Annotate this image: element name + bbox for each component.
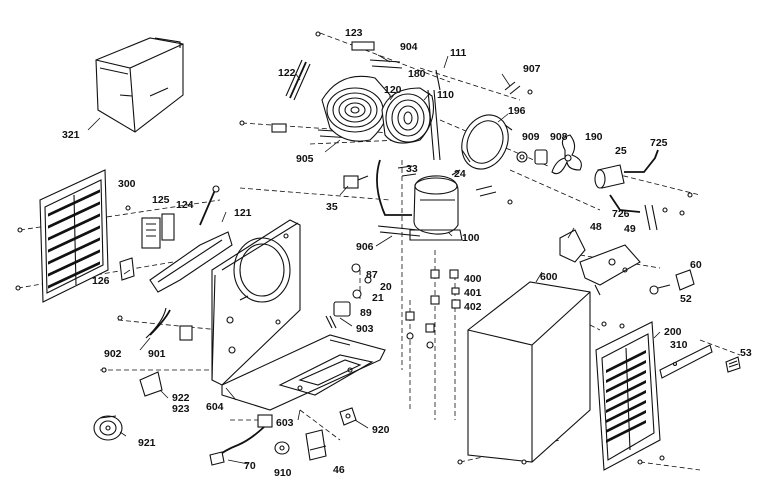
label-52: 52 [680,293,692,305]
label-310: 310 [670,339,688,351]
label-905: 905 [296,153,314,165]
label-20: 20 [380,281,392,293]
label-121: 121 [234,207,252,219]
bracket-902-901 [117,307,193,341]
label-908: 908 [550,131,568,143]
label-21: 21 [372,292,384,304]
label-33: 33 [406,163,418,175]
label-200: 200 [664,326,682,338]
control-panel-parts [119,185,233,293]
label-120: 120 [384,84,402,96]
filter-panel-310 [659,344,713,379]
bolts-400-402 [405,269,461,349]
control-knob-60 [649,269,695,295]
part-number-labels: 123 904 111 122 180 907 120 110 321 196 … [62,27,752,479]
label-87: 87 [366,269,378,281]
label-300: 300 [118,178,136,190]
caster-assembly [93,367,163,441]
rod-906 [377,225,421,237]
fan-shroud-196 [461,114,513,170]
label-907: 907 [523,63,541,75]
label-922: 922 [172,392,190,404]
label-123: 123 [345,27,363,39]
vent-53 [725,356,741,373]
label-910: 910 [274,467,292,479]
rear-grille-300 [39,169,109,303]
chassis-bulkhead-604 [211,219,301,386]
evaporator-coil-110 [381,69,441,161]
top-small-parts [239,31,403,139]
cabinet-600 [467,281,591,463]
label-402: 402 [464,301,482,313]
front-grille-200 [595,321,661,471]
label-53: 53 [740,347,752,359]
label-321: 321 [62,129,80,141]
label-600: 600 [540,271,558,283]
fan-motor-group [504,81,693,198]
label-60: 60 [690,259,702,271]
label-401: 401 [464,287,482,299]
label-921: 921 [138,437,156,449]
label-180: 180 [408,68,426,80]
clamp-920 [339,407,357,426]
label-196: 196 [508,105,526,117]
label-725: 725 [650,137,668,149]
label-190: 190 [585,131,603,143]
label-604: 604 [206,401,224,413]
label-126: 126 [92,275,110,287]
leader-lines [87,54,661,465]
label-122: 122 [278,67,296,79]
label-24: 24 [454,168,466,180]
label-70: 70 [244,460,256,472]
label-49: 49 [624,223,636,235]
label-901: 901 [148,348,166,360]
grommet-910 [274,441,290,455]
label-903: 903 [356,323,374,335]
label-125: 125 [152,194,170,206]
bracket-group [559,194,685,296]
label-100: 100 [462,232,480,244]
drain-tray-321 [95,37,184,133]
label-909: 909 [522,131,540,143]
loose-screws [15,227,665,465]
label-902: 902 [104,348,122,360]
label-25: 25 [615,145,627,157]
label-46: 46 [333,464,345,476]
label-920: 920 [372,424,390,436]
label-603: 603 [276,417,294,429]
label-400: 400 [464,273,482,285]
label-35: 35 [326,201,338,213]
mounting-small-parts [325,263,372,329]
label-726: 726 [612,208,630,220]
label-124: 124 [176,199,194,211]
capacitor-46 [305,429,327,461]
label-111: 111 [450,47,467,59]
label-904: 904 [400,41,418,53]
label-48: 48 [590,221,602,233]
power-cord-70 [209,414,273,466]
label-89: 89 [360,307,372,319]
compressor-100 [343,159,513,241]
label-906: 906 [356,241,374,253]
label-110: 110 [437,89,454,101]
label-923: 923 [172,403,190,415]
base-pan-603 [221,334,386,411]
